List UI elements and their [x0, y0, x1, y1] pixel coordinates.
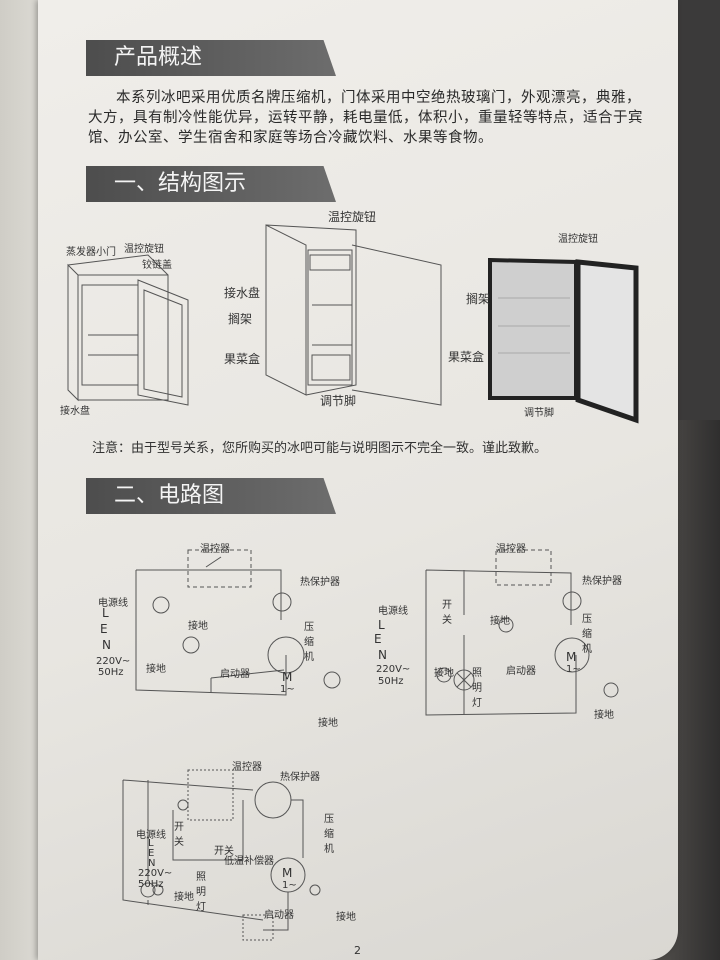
- label-thermostat-knob: 温控旋钮: [328, 210, 377, 224]
- note-text: 注意：由于型号关系，您所购买的冰吧可能与说明图示不完全一致。谨此致歉。: [92, 441, 548, 456]
- label-L: L: [148, 838, 154, 849]
- label-crisper: 果菜盒: [448, 350, 485, 364]
- label-power-cord: 电源线: [136, 830, 166, 841]
- label-switch: 开关: [174, 822, 184, 848]
- circuit-diagram-3: [122, 769, 321, 941]
- label-heater: 低温补偿器: [224, 856, 274, 867]
- circuit-diagram-2: [425, 549, 619, 716]
- label-compressor: 压缩机: [582, 614, 592, 655]
- label-N: N: [148, 858, 156, 869]
- label-ground: 接地: [318, 718, 338, 729]
- label-thermostat: 温控器: [200, 544, 230, 555]
- label-ground: 接地: [336, 912, 356, 923]
- label-E: E: [148, 848, 155, 859]
- overview-paragraph: 本系列冰吧采用优质名牌压缩机，门体采用中空绝热玻璃门，外观漂亮，典雅，大方，具有…: [88, 90, 643, 146]
- label-power-cord: 电源线: [378, 606, 408, 617]
- label-ground: 接地: [490, 616, 510, 627]
- label-L: L: [102, 606, 109, 620]
- label-voltage: 220V~: [138, 868, 173, 879]
- motor-m: M: [282, 866, 293, 880]
- fridge-diagram-1: [67, 254, 189, 406]
- fridge-diagram-3: [488, 257, 639, 424]
- label-power-cord: 电源线: [98, 598, 128, 609]
- label-ground: 接地: [174, 892, 194, 903]
- label-starter: 启动器: [264, 910, 294, 921]
- manual-page: 产品概述 本系列冰吧采用优质名牌压缩机，门体采用中空绝热玻璃门，外观漂亮，典雅，…: [38, 0, 678, 960]
- label-drip-tray: 接水盘: [224, 286, 261, 300]
- label-thermostat: 温控器: [496, 544, 526, 555]
- label-hinge-cover: 铰链盖: [142, 260, 172, 271]
- label-L: L: [378, 618, 385, 632]
- label-E: E: [100, 622, 108, 636]
- section-title-overview: 产品概述: [86, 40, 336, 76]
- label-voltage: 220V~: [96, 656, 131, 667]
- label-shelf: 搁架: [466, 292, 491, 306]
- label-compressor: 压缩机: [304, 622, 314, 663]
- label-lamp: 照明灯: [196, 872, 206, 913]
- section-title-circuit: 二、电路图: [86, 478, 336, 514]
- label-crisper: 果菜盒: [224, 352, 261, 366]
- label-frequency: 50Hz: [378, 676, 404, 687]
- page-number: 2: [354, 944, 361, 957]
- label-overload: 热保护器: [582, 576, 622, 587]
- label-thermostat: 温控器: [232, 762, 262, 773]
- label-ground: 接地: [594, 710, 614, 721]
- label-frequency: 50Hz: [98, 667, 124, 678]
- label-N: N: [378, 648, 387, 662]
- label-thermostat-knob: 温控旋钮: [558, 234, 598, 245]
- label-ground: 接地: [146, 664, 166, 675]
- label-overload: 热保护器: [300, 577, 340, 588]
- label-lamp: 照明灯: [472, 668, 482, 709]
- motor-phase: 1~: [280, 684, 295, 695]
- label-compressor: 压缩机: [324, 814, 334, 855]
- label-ground: 接地: [188, 621, 208, 632]
- label-adjustable-foot: 调节脚: [524, 408, 554, 419]
- label-frequency: 50Hz: [138, 879, 164, 890]
- motor-phase: 1~: [566, 664, 581, 675]
- label-thermostat-knob: 温控旋钮: [124, 244, 164, 255]
- label-drip-tray: 接水盘: [60, 406, 90, 417]
- label-adjustable-foot: 调节脚: [320, 394, 357, 408]
- label-N: N: [102, 638, 111, 652]
- label-voltage: 220V~: [376, 664, 411, 675]
- label-ground: 接地: [434, 668, 454, 679]
- fridge-diagram-2: [265, 224, 442, 406]
- label-evaporator-door: 蒸发器小门: [66, 247, 116, 258]
- motor-m: M: [282, 670, 293, 684]
- label-switch: 开关: [442, 600, 452, 626]
- motor-m: M: [566, 650, 577, 664]
- label-switch: 开关: [214, 846, 234, 857]
- label-starter: 启动器: [220, 669, 250, 680]
- label-starter: 启动器: [506, 666, 536, 677]
- circuit-diagram-1: [135, 549, 341, 696]
- label-E: E: [374, 632, 382, 646]
- label-overload: 热保护器: [280, 772, 320, 783]
- motor-phase: 1~: [282, 880, 297, 891]
- section-title-structure: 一、结构图示: [86, 166, 336, 202]
- label-shelf: 搁架: [228, 312, 253, 326]
